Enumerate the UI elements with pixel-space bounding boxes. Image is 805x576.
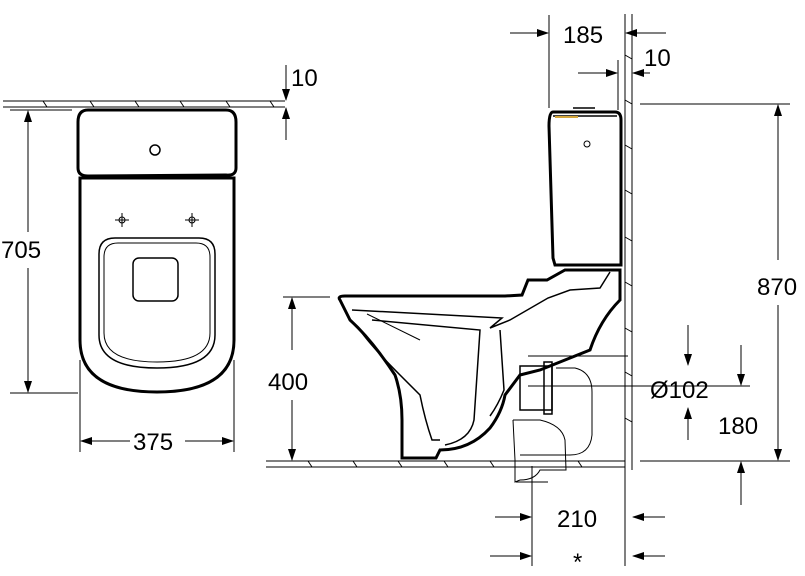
side-view-cistern [547, 110, 623, 267]
top-view-wall-strip [3, 100, 285, 108]
dim-outlet-offset: 210 [557, 506, 597, 533]
side-view-bowl [337, 268, 622, 460]
top-view-seat-opening [132, 257, 179, 302]
footnote-marker: * [573, 549, 582, 576]
dim-overall-width: 375 [133, 429, 173, 456]
dim-wall-gap: 10 [644, 45, 671, 72]
dim-tank-depth: 185 [563, 22, 603, 49]
dim-outlet-diameter: Ø102 [650, 377, 709, 404]
top-view-bowl [78, 176, 236, 394]
flush-button-icon [149, 144, 161, 156]
top-view-tank [76, 108, 238, 178]
top-view: 705 375 10 [1, 65, 318, 456]
dim-overall-height: 870 [757, 274, 797, 301]
dim-top-gap: 10 [291, 65, 318, 92]
dim-overall-length: 705 [1, 237, 41, 264]
side-view-wall [624, 14, 633, 470]
seat-fixing-icon [185, 213, 199, 227]
side-view-outlet [512, 361, 593, 483]
dim-seat-height: 400 [268, 369, 308, 396]
flush-button-icon [583, 140, 591, 148]
seat-fixing-icon [115, 213, 129, 227]
side-view: 185 10 870 400 Ø102 180 210 [266, 14, 797, 576]
dim-outlet-height: 180 [718, 413, 758, 440]
side-view-floor [266, 460, 625, 468]
top-view-seat [98, 237, 216, 369]
